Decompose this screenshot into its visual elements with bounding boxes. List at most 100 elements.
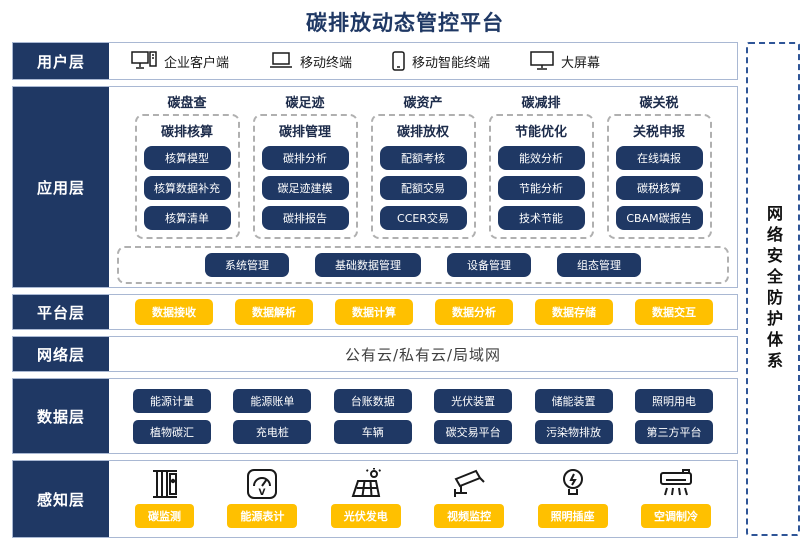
app-column-carbon-tariff: 碳关税 关税申报 在线填报 碳税核算 CBAM碳报告 (606, 92, 712, 239)
energy-meter-icon: V (246, 468, 278, 500)
app-box-title: 碳排核算 (160, 125, 213, 140)
app-module-button: 在线填报 (615, 146, 703, 170)
layer-sense-content: 碳监测 V 能源表计 (109, 461, 737, 537)
app-module-button: 技术节能 (497, 206, 585, 230)
layer-network-content: 公有云/私有云/局域网 (109, 337, 737, 371)
platform-button: 数据解析 (235, 299, 313, 325)
sense-label: 视频监控 (434, 504, 505, 528)
app-module-button: 能效分析 (497, 146, 585, 170)
user-item-label: 企业客户端 (164, 55, 230, 71)
desktop-pc-icon (131, 51, 157, 71)
user-item-label: 大屏幕 (561, 55, 601, 71)
big-screen-icon (530, 51, 554, 71)
air-conditioner-icon (659, 468, 693, 500)
data-source-button: 照明用电 (634, 388, 713, 413)
app-common-button: 基础数据管理 (315, 253, 421, 277)
data-source-button: 能源计量 (133, 388, 211, 413)
sense-item-solar-pv: 光伏发电 (330, 468, 401, 528)
layer-network: 网络层 公有云/私有云/局域网 (12, 336, 738, 372)
sense-item-video-surveillance: 视频监控 (434, 468, 505, 528)
network-text: 公有云/私有云/局域网 (344, 345, 502, 364)
carbon-monitor-icon (150, 468, 180, 500)
sense-item-carbon-monitor: 碳监测 (135, 468, 194, 528)
data-source-button: 植物碳汇 (133, 419, 211, 444)
app-module-button: 碳排报告 (261, 206, 349, 230)
app-box-title: 节能优化 (514, 125, 567, 140)
cctv-camera-icon (452, 468, 486, 500)
app-common-button: 设备管理 (447, 253, 531, 277)
sense-label: 照明插座 (537, 504, 608, 528)
app-module-button: 碳足迹建模 (261, 176, 349, 200)
app-column-box: 碳排放权 配额考核 配额交易 CCER交易 (370, 114, 476, 239)
app-column-header: 碳减排 (521, 96, 561, 111)
app-column-carbon-footprint: 碳足迹 碳排管理 碳排分析 碳足迹建模 碳排报告 (252, 92, 358, 239)
app-box-title: 碳排放权 (396, 125, 449, 140)
sense-label: 光伏发电 (330, 504, 401, 528)
data-source-button: 车辆 (333, 419, 412, 444)
app-column-header: 碳关税 (639, 96, 679, 111)
light-socket-icon (560, 468, 586, 500)
data-source-button: 能源账单 (233, 388, 312, 413)
layer-network-label: 网络层 (13, 337, 109, 371)
smartphone-icon (392, 51, 405, 71)
data-source-button: 碳交易平台 (434, 419, 513, 444)
platform-button: 数据分析 (435, 299, 513, 325)
app-module-button: 节能分析 (497, 176, 585, 200)
layer-user-content: 企业客户端 移动终端 移动智能终端 (109, 43, 737, 79)
layer-stack: 用户层 企业客户端 (12, 42, 738, 538)
security-system-label: 网络安全防护体系 (764, 205, 783, 373)
user-item-big-screen: 大屏幕 (530, 51, 600, 71)
data-source-button: 充电桩 (233, 419, 312, 444)
data-source-button: 台账数据 (333, 388, 412, 413)
layer-data: 数据层 能源计量 能源账单 台账数据 光伏装置 储能装置 照明用电 植物碳汇 充… (12, 378, 738, 454)
app-box-title: 关税申报 (632, 125, 685, 140)
data-row: 植物碳汇 充电桩 车辆 碳交易平台 污染物排放 第三方平台 (133, 419, 713, 444)
app-common-button: 系统管理 (205, 253, 289, 277)
layer-sense-label: 感知层 (13, 461, 109, 537)
app-column-box: 节能优化 能效分析 节能分析 技术节能 (488, 114, 594, 239)
layer-data-content: 能源计量 能源账单 台账数据 光伏装置 储能装置 照明用电 植物碳汇 充电桩 车… (109, 379, 737, 453)
app-common-modules-box: 系统管理 基础数据管理 设备管理 组态管理 (117, 246, 729, 284)
app-box-title: 碳排管理 (278, 125, 331, 140)
app-module-button: CCER交易 (379, 206, 467, 230)
layer-platform: 平台层 数据接收 数据解析 数据计算 数据分析 数据存储 数据交互 (12, 294, 738, 330)
layer-app: 应用层 碳盘查 碳排核算 核算模型 核算数据补充 核算清单 碳足迹 (12, 86, 738, 288)
app-column-header: 碳盘查 (167, 96, 207, 111)
app-module-button: 核算数据补充 (143, 176, 231, 200)
app-module-button: 碳排分析 (261, 146, 349, 170)
layer-platform-content: 数据接收 数据解析 数据计算 数据分析 数据存储 数据交互 (109, 295, 737, 329)
app-common-button: 组态管理 (557, 253, 641, 277)
user-item-mobile-terminal: 移动终端 (269, 52, 352, 71)
security-system-panel: 网络安全防护体系 (746, 42, 800, 536)
layer-sense: 感知层 碳监测 (12, 460, 738, 538)
sense-label: 能源表计 (227, 504, 298, 528)
user-item-smart-mobile: 移动智能终端 (392, 51, 490, 71)
data-source-button: 储能装置 (534, 388, 613, 413)
app-column-carbon-inventory: 碳盘查 碳排核算 核算模型 核算数据补充 核算清单 (134, 92, 240, 239)
app-columns: 碳盘查 碳排核算 核算模型 核算数据补充 核算清单 碳足迹 碳排管理 碳排分析 (117, 92, 729, 239)
app-column-box: 碳排核算 核算模型 核算数据补充 核算清单 (134, 114, 240, 239)
platform-button: 数据存储 (535, 299, 613, 325)
app-module-button: 碳税核算 (615, 176, 703, 200)
app-module-button: 核算清单 (143, 206, 231, 230)
app-module-button: 核算模型 (143, 146, 231, 170)
platform-button: 数据接收 (135, 299, 213, 325)
app-module-button: 配额考核 (379, 146, 467, 170)
layer-app-label: 应用层 (13, 87, 109, 287)
diagram-body: 用户层 企业客户端 (12, 42, 800, 538)
data-source-button: 第三方平台 (634, 419, 713, 444)
user-item-label: 移动终端 (300, 55, 353, 71)
app-column-box: 关税申报 在线填报 碳税核算 CBAM碳报告 (606, 114, 712, 239)
user-item-label: 移动智能终端 (412, 55, 491, 71)
data-source-button: 光伏装置 (434, 388, 513, 413)
sense-item-air-conditioning: 空调制冷 (640, 468, 711, 528)
layer-platform-label: 平台层 (13, 295, 109, 329)
app-column-header: 碳资产 (403, 96, 443, 111)
sense-item-lighting-socket: 照明插座 (537, 468, 608, 528)
layer-app-content: 碳盘查 碳排核算 核算模型 核算数据补充 核算清单 碳足迹 碳排管理 碳排分析 (109, 87, 737, 287)
app-column-carbon-reduction: 碳减排 节能优化 能效分析 节能分析 技术节能 (488, 92, 594, 239)
data-row: 能源计量 能源账单 台账数据 光伏装置 储能装置 照明用电 (133, 388, 713, 413)
layer-data-label: 数据层 (13, 379, 109, 453)
app-module-button: CBAM碳报告 (615, 206, 703, 230)
solar-panel-icon (350, 468, 382, 500)
